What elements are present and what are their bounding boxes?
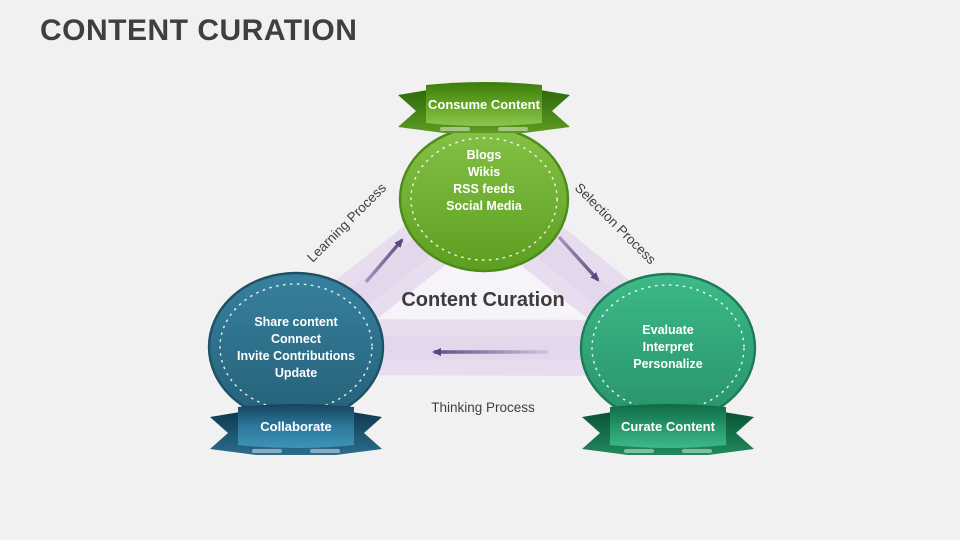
process-arrows xyxy=(364,235,600,356)
collaborate-item: Connect xyxy=(271,332,322,346)
triangle-band xyxy=(215,163,748,377)
collaborate-ribbon-band xyxy=(238,404,354,448)
curate-ribbon: Curate Content xyxy=(582,404,754,455)
triangle-band-outer xyxy=(215,163,748,377)
consume-ribbon-label: Consume Content xyxy=(428,97,541,112)
collaborate-ribbon: Collaborate xyxy=(210,404,382,455)
curate-item: Interpret xyxy=(643,340,695,354)
node-consume-content: Blogs Wikis RSS feeds Social Media xyxy=(398,125,570,273)
consume-ribbon-band xyxy=(426,82,542,126)
consume-item: Social Media xyxy=(446,199,523,213)
arrow-down-right-icon xyxy=(557,235,600,282)
collaborate-item: Invite Contributions xyxy=(237,349,355,363)
arrow-up-right-icon xyxy=(364,238,404,284)
curate-dashed-ring xyxy=(591,284,745,412)
triangle-band-inner xyxy=(261,183,702,361)
ribbon-slit xyxy=(498,127,528,131)
curate-ribbon-label: Curate Content xyxy=(621,419,716,434)
curate-item: Evaluate xyxy=(642,323,693,337)
collaborate-item: Share content xyxy=(254,315,338,329)
consume-item: Wikis xyxy=(468,165,501,179)
consume-item: RSS feeds xyxy=(453,182,515,196)
slide-title: CONTENT CURATION xyxy=(40,14,358,47)
consume-item: Blogs xyxy=(467,148,502,162)
node-collaborate: Share content Connect Invite Contributio… xyxy=(207,271,385,423)
ribbon-slit xyxy=(624,449,654,453)
collaborate-circle xyxy=(207,271,385,423)
curate-ribbon-band xyxy=(610,404,726,448)
ribbon-slit xyxy=(440,127,470,131)
ribbon-slit xyxy=(252,449,282,453)
collaborate-ribbon-label: Collaborate xyxy=(260,419,332,434)
ribbon-slit xyxy=(310,449,340,453)
diagram-center-label: Content Curation xyxy=(401,289,564,311)
collaborate-item: Update xyxy=(275,366,317,380)
curate-item: Personalize xyxy=(633,357,703,371)
consume-ribbon: Consume Content xyxy=(398,82,570,133)
ribbon-slit xyxy=(682,449,712,453)
thinking-process-label: Thinking Process xyxy=(431,400,535,415)
collaborate-dashed-ring xyxy=(219,283,373,411)
node-curate-content: Evaluate Interpret Personalize xyxy=(579,272,757,424)
consume-dashed-ring xyxy=(410,137,558,261)
